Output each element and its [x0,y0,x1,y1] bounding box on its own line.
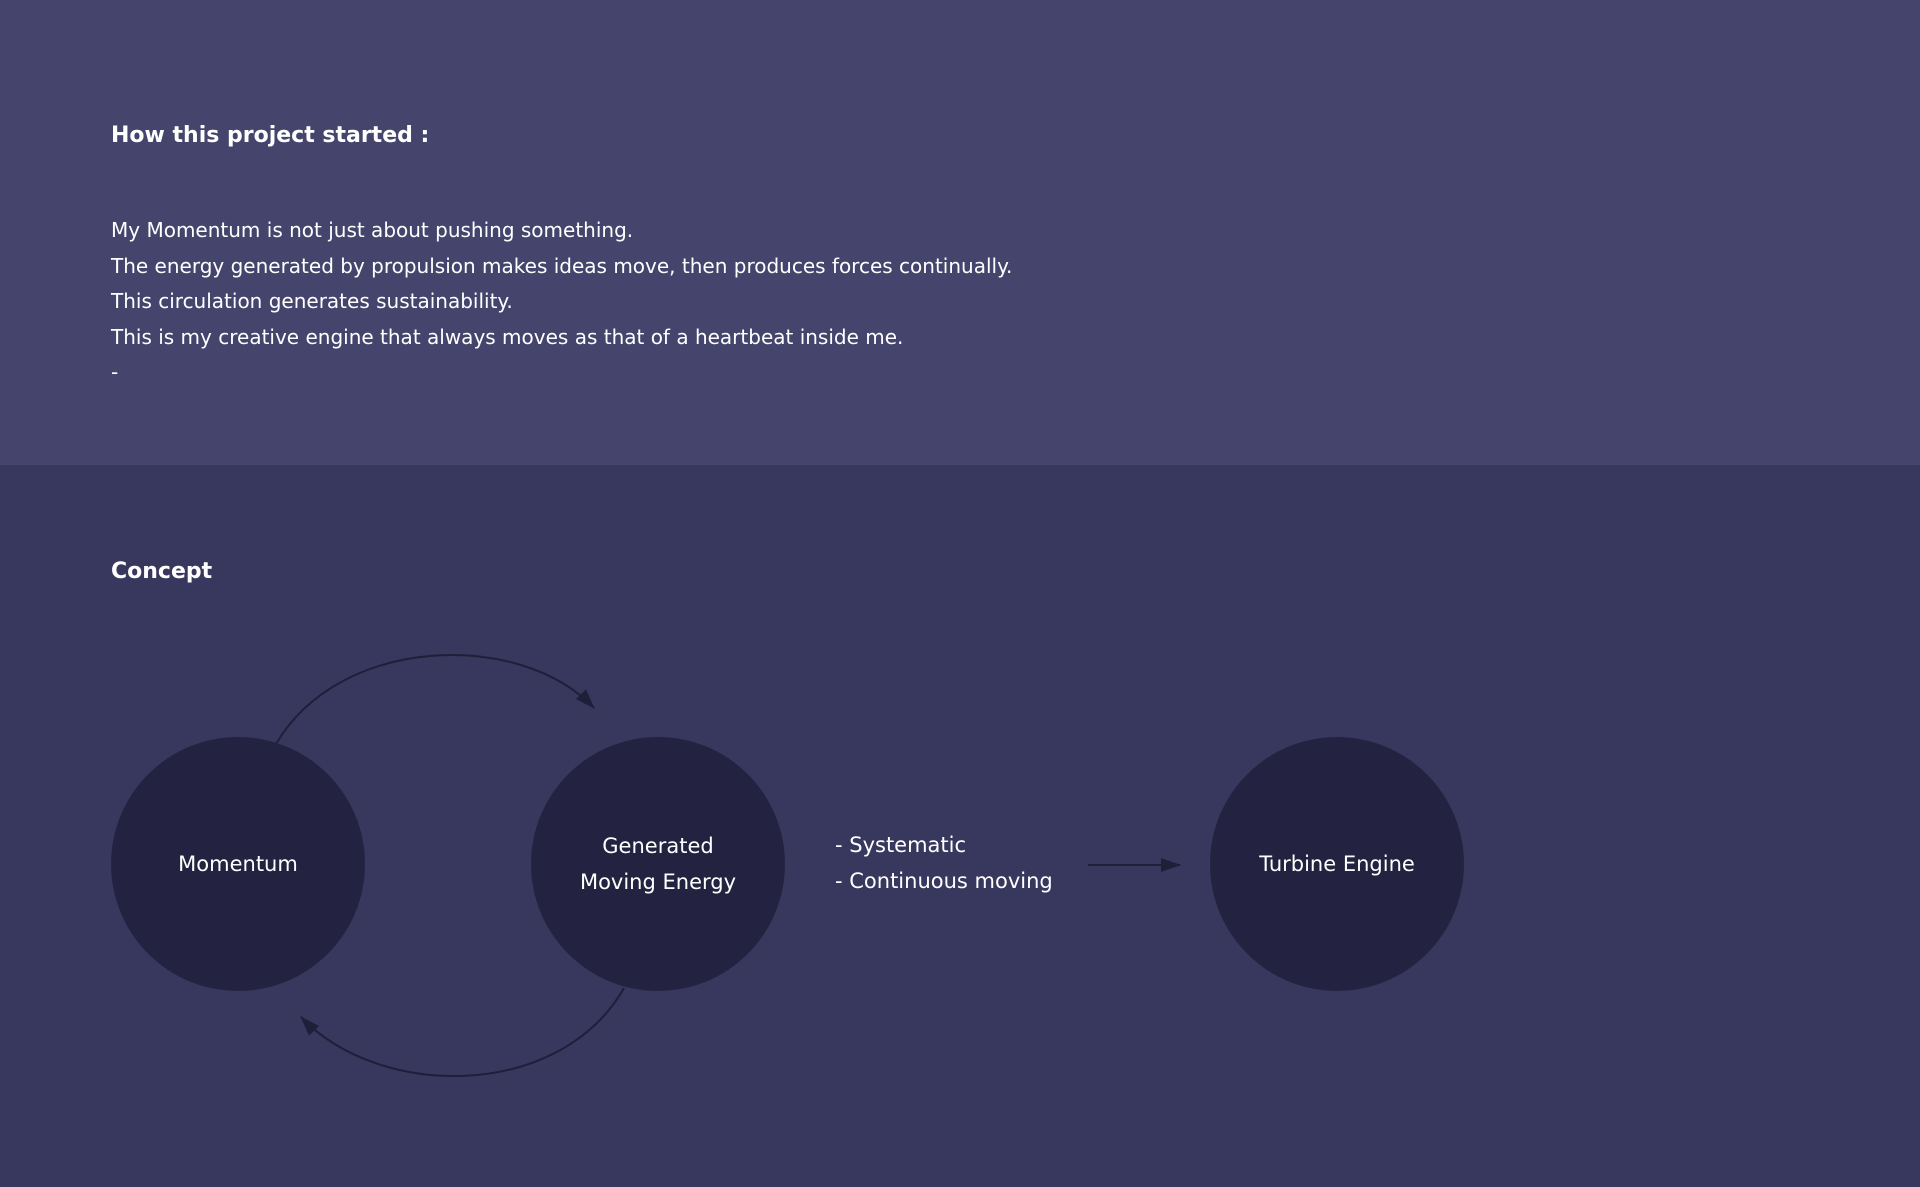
intro-line: This circulation generates sustainabilit… [111,289,513,313]
node-energy-text-line1: Generated [602,834,714,858]
feature-item: - Continuous moving [835,869,1053,893]
node-turbine-text: Turbine Engine [1259,852,1415,876]
node-turbine-engine: Turbine Engine [1210,737,1464,991]
intro-line: - [111,360,119,384]
intro-line: This is my creative engine that always m… [111,324,904,349]
intro-line: The energy generated by propulsion makes… [111,253,1013,278]
feature-list: - Systematic - Continuous moving [835,827,1053,899]
node-energy-label: Generated Moving Energy [580,828,736,900]
intro-section [0,0,1920,465]
intro-line: My Momentum is not just about pushing so… [111,218,634,242]
node-turbine-label: Turbine Engine [1259,846,1415,882]
concept-heading: Concept [111,559,213,584]
feature-item: - Systematic [835,833,967,857]
node-energy-text-line2: Moving Energy [579,870,737,894]
intro-heading: How this project started : [111,123,430,148]
intro-text: My Momentum is not just about pushing so… [111,213,1012,391]
node-generated-energy: Generated Moving Energy [531,737,785,991]
node-momentum: Momentum [111,737,365,991]
node-momentum-label: Momentum [178,846,298,882]
node-momentum-text: Momentum [178,852,298,876]
